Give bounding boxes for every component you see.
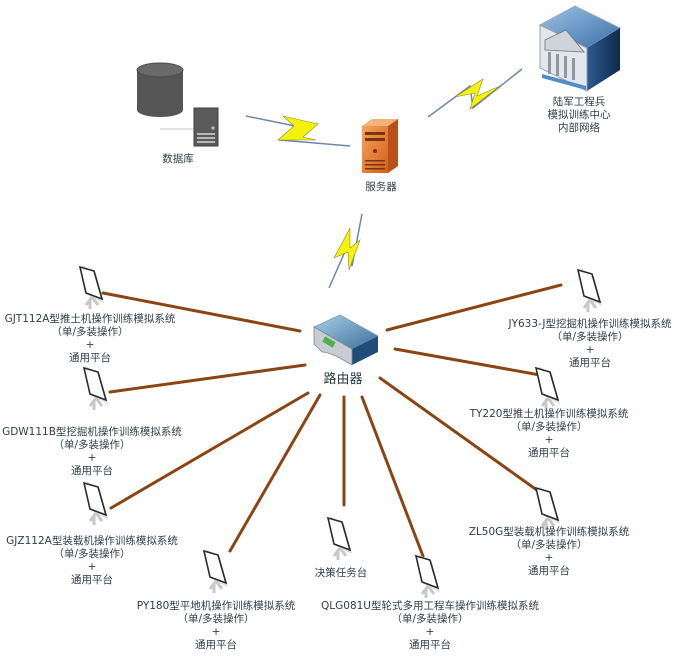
mode-note: （单/多装操作） [177,613,255,625]
router-label: 路由器 [323,372,363,387]
terminal-label-gjt112a: GJT112A型推土机操作训练模拟系统 （单/多装操作） + 通用平台 [5,313,176,365]
terminal-icon-zl50g [534,486,560,530]
mode-note: （单/多装操作） [53,439,131,451]
system-name: QLG081U型轮式多用工程车操作训练模拟系统 [321,600,539,612]
plus-sign: + [211,626,221,638]
system-name: TY220型推土机操作训练模拟系统 [469,408,629,420]
plus-sign: + [585,344,595,356]
plus-sign: + [544,552,554,564]
hq-label-line: 陆军工程兵 [552,96,606,108]
terminal-icon-gdw111b [82,366,108,410]
mode-note: （单/多装操作） [510,539,588,551]
terminal-label-qlg081u: QLG081U型轮式多用工程车操作训练模拟系统 （单/多装操作） + 通用平台 [321,600,539,652]
lightning-icon [454,78,501,110]
terminal-icon-jy633j [576,268,602,312]
terminal-icons [78,265,602,598]
terminal-icon-decision [326,516,352,560]
link-router-gjz112a [109,391,310,510]
plus-sign: + [425,626,435,638]
lightning-icon [277,115,319,141]
link-router-py180 [228,393,322,553]
link-router-ty220 [393,347,542,377]
terminal-icon-py180 [202,549,228,593]
plus-sign: + [544,434,554,446]
terminal-icon-gjt112a [78,265,104,309]
terminal-icon-ty220 [534,366,560,410]
mode-note: （单/多装操作） [551,331,629,343]
system-name: JY633-J型挖掘机操作训练模拟系统 [508,318,672,330]
terminal-label-gdw111b: GDW111B型挖掘机操作训练模拟系统 （单/多装操作） + 通用平台 [2,426,182,478]
terminal-label-zl50g: ZL50G型装载机操作训练模拟系统 （单/多装操作） + 通用平台 [469,526,630,578]
terminal-label-py180: PY180型平地机操作训练模拟系统 （单/多装操作） + 通用平台 [137,600,296,652]
platform-note: 通用平台 [569,357,611,369]
link-router-zl50g [378,376,543,495]
system-name: 决策任务台 [314,567,368,579]
system-name: GJZ112A型装载机操作训练模拟系统 [6,535,178,547]
terminal-label-gjz112a: GJZ112A型装载机操作训练模拟系统 （单/多装操作） + 通用平台 [6,535,178,587]
wired-links [101,283,563,558]
plus-sign: + [87,452,97,464]
router-icon [313,314,379,366]
link-router-jy633j [385,283,563,332]
database-label: 数据库 [162,153,194,165]
platform-note: 通用平台 [195,639,237,651]
mode-note: （单/多装操作） [510,421,588,433]
server-label: 服务器 [365,181,397,193]
mode-note: （单/多装操作） [51,326,129,338]
link-router-gdw111b [108,363,307,394]
system-name: GJT112A型推土机操作训练模拟系统 [4,313,176,325]
platform-note: 通用平台 [527,565,570,577]
platform-note: 通用平台 [71,574,113,586]
wireless-link-server-hq [427,68,523,118]
plus-sign: + [87,561,97,573]
platform-note: 通用平台 [408,639,451,651]
mode-note: （单/多装操作） [53,548,131,560]
plus-sign: + [85,339,95,351]
platform-note: 通用平台 [528,447,570,459]
terminal-icon-gjz112a [82,481,108,525]
system-name: PY180型平地机操作训练模拟系统 [136,600,296,612]
system-name: ZL50G型装载机操作训练模拟系统 [468,526,630,538]
database-icon [136,62,219,147]
wireless-link-server-router [328,213,363,289]
building-icon [538,5,622,92]
lightning-icon [333,227,361,271]
server-icon [362,119,398,173]
mode-note: （单/多装操作） [391,613,469,625]
platform-note: 通用平台 [70,465,113,477]
platform-note: 通用平台 [69,352,111,364]
wireless-link-database-server [245,115,351,147]
system-name: GDW111B型挖掘机操作训练模拟系统 [2,426,182,438]
link-router-gjt112a [101,291,302,333]
hq-label-line: 模拟训练中心 [547,109,611,121]
terminal-icon-qlg081u [414,554,440,598]
terminal-label-ty220: TY220型推土机操作训练模拟系统 （单/多装操作） + 通用平台 [470,408,629,460]
hq-label-line: 内部网络 [558,122,600,134]
hq-label: 陆军工程兵 模拟训练中心 内部网络 [548,96,611,135]
terminal-label-jy633j: JY633-J型挖掘机操作训练模拟系统 （单/多装操作） + 通用平台 [508,318,671,370]
link-router-qlg081u [360,395,425,558]
terminal-label-decision: 决策任务台 [315,567,368,580]
